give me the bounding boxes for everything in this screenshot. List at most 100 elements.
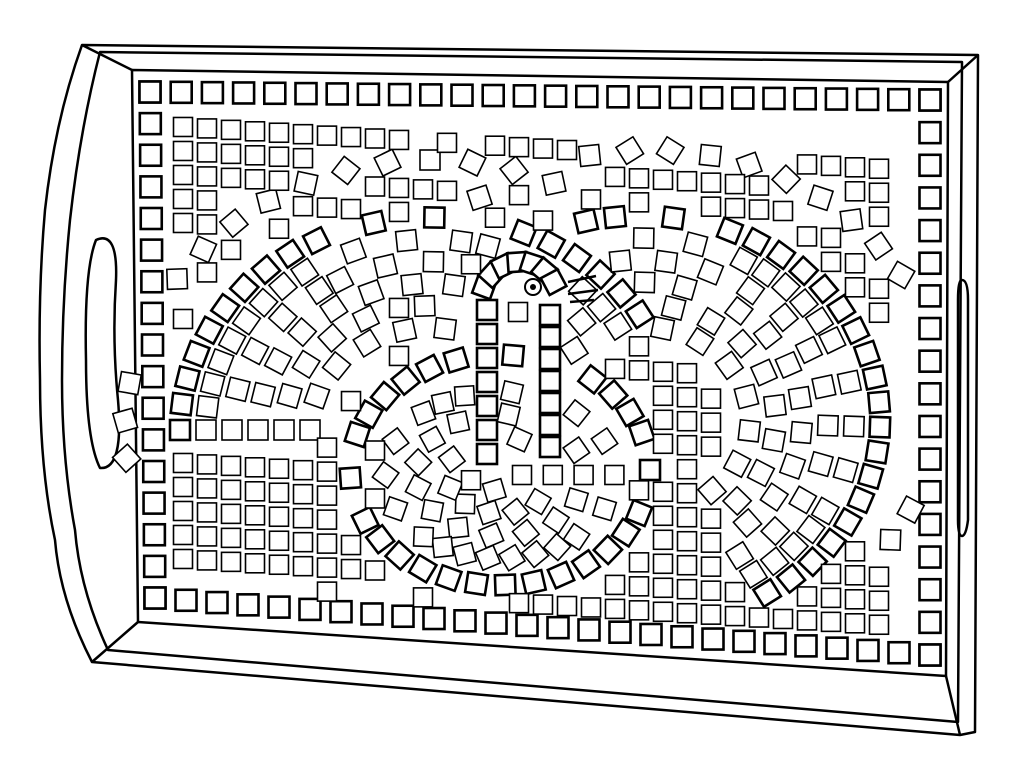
tray-corner-bl — [91, 621, 139, 663]
background-tile — [172, 164, 194, 186]
background-tile — [868, 158, 890, 180]
background-tile — [340, 126, 362, 148]
background-tile — [652, 409, 674, 431]
scatter-tile — [111, 407, 139, 434]
wing-tile — [778, 531, 810, 562]
border-tile — [387, 82, 412, 107]
wing-tile — [749, 358, 779, 387]
wing-tile — [660, 205, 687, 231]
scatter-tile — [218, 207, 250, 239]
background-tile — [628, 552, 650, 573]
background-tile — [580, 189, 602, 210]
background-tile — [796, 586, 818, 607]
wing-tile — [846, 484, 876, 515]
background-tile — [652, 505, 674, 527]
border-tile — [169, 80, 193, 105]
border-tile — [918, 120, 942, 145]
wing-tile — [761, 427, 787, 453]
background-tile — [292, 459, 314, 481]
wing-tile — [289, 257, 320, 288]
scatter-tile — [577, 143, 602, 168]
dove-outline-tile — [538, 435, 562, 459]
background-tile — [244, 504, 266, 526]
wing-tile — [807, 272, 840, 305]
wing-tile — [856, 462, 885, 491]
wing-tile — [422, 250, 445, 273]
mosaic-tiles — [111, 80, 942, 667]
dove-body-tile — [481, 477, 508, 504]
dove-body-tile — [497, 543, 527, 572]
dove-outline-tile — [546, 560, 576, 590]
background-tile — [652, 385, 674, 407]
background-tile — [244, 169, 266, 190]
wing-tile — [193, 314, 225, 346]
dove-body-tile — [562, 398, 592, 428]
tray-corner-tl — [81, 43, 133, 72]
background-tile — [388, 345, 410, 367]
border-tile — [391, 604, 415, 629]
border-tile — [450, 83, 474, 107]
dove-body-tile — [563, 486, 590, 513]
dove-body-tile — [591, 496, 618, 522]
background-tile — [364, 488, 386, 509]
background-tile — [676, 410, 698, 432]
wing-tile — [685, 326, 715, 357]
wing-tile — [624, 298, 656, 330]
wing-tile — [228, 271, 261, 304]
border-tile — [205, 590, 229, 615]
wing-tile — [168, 418, 192, 442]
background-tile — [628, 600, 650, 621]
border-tile — [294, 81, 318, 106]
dove-outline-tile — [463, 570, 490, 597]
dove-body-tile — [446, 516, 470, 539]
background-tile — [724, 605, 746, 627]
dove-outline-tile — [475, 442, 499, 466]
border-tile — [887, 640, 911, 665]
background-tile — [220, 551, 242, 573]
wing-tile — [286, 316, 318, 348]
dove-outline-tile — [493, 573, 517, 597]
dove-outline-tile — [614, 397, 646, 428]
scatter-tile — [293, 170, 319, 197]
wing-tile — [273, 419, 295, 441]
background-tile — [652, 433, 674, 455]
wing-tile — [738, 559, 769, 590]
background-tile — [172, 140, 194, 162]
border-tile — [142, 491, 166, 515]
wing-tile — [318, 293, 349, 324]
dove-body-tile — [453, 384, 476, 407]
dove-outline-tile — [624, 498, 654, 528]
background-tile — [700, 580, 722, 601]
background-tile — [700, 172, 722, 193]
wing-tile — [864, 438, 890, 465]
background-tile — [268, 170, 290, 192]
background-tile — [172, 308, 194, 330]
background-tile — [748, 199, 770, 220]
wing-tile — [566, 306, 597, 338]
wing-tile — [339, 237, 368, 265]
wing-tile — [737, 418, 762, 443]
background-tile — [244, 552, 266, 574]
wing-tile — [752, 320, 783, 351]
background-tile — [676, 362, 698, 384]
dove-outline-tile — [570, 548, 602, 580]
border-tile — [138, 80, 162, 104]
background-tile — [628, 168, 650, 189]
background-tile — [340, 390, 362, 412]
background-tile — [652, 481, 674, 503]
background-tile — [652, 529, 674, 551]
dove-body-tile — [430, 390, 456, 416]
wing-tile — [633, 271, 656, 294]
right-handle-slot — [956, 278, 970, 538]
dove-body-tile — [496, 402, 522, 427]
background-tile — [364, 440, 386, 461]
border-tile — [231, 81, 256, 105]
wing-tile — [209, 292, 241, 324]
dove-outline-tile — [475, 370, 499, 394]
wing-tile — [735, 275, 766, 306]
wing-tile — [321, 350, 352, 382]
dove-outline-tile — [407, 553, 439, 585]
background-tile — [220, 239, 242, 261]
wing-tile — [351, 304, 381, 333]
border-tile — [918, 643, 942, 667]
